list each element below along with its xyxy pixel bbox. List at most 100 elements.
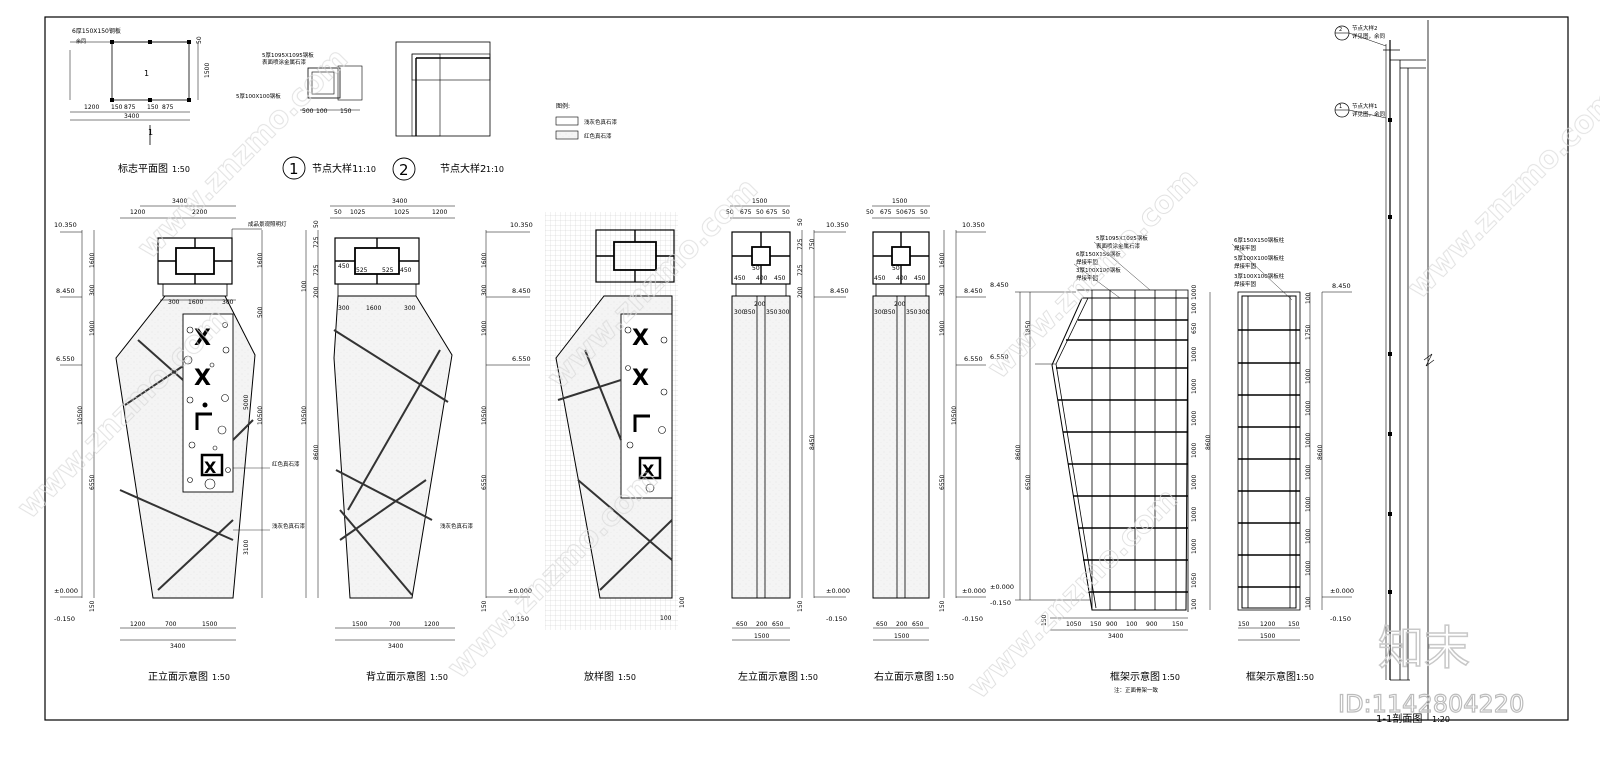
frame1-v-1000g: 1000	[1191, 507, 1198, 522]
frame1-v-1000a: 1000	[1191, 285, 1198, 300]
frame1-v-1000h: 1000	[1191, 539, 1198, 554]
front-v-r-1600: 1600	[257, 253, 264, 268]
brand-logo: 知末	[1378, 621, 1470, 675]
frame1-el-0000: ±0.000	[990, 583, 1014, 591]
plan-dim-50: 50	[196, 36, 203, 44]
back-el-10350: 10.350	[510, 221, 533, 229]
back-dim-450b: 450	[400, 267, 412, 274]
right-title: 右立面示意图	[874, 670, 934, 683]
front-el-6550: 6.550	[56, 355, 75, 363]
frame-diagram-2-text: 6厚150X150钢板柱 焊接牢固 5厚100X100钢板柱 焊接牢固 3厚10…	[1231, 236, 1354, 683]
back-v-10500: 10500	[301, 406, 308, 425]
frame2-v-100a: 100	[1305, 292, 1312, 304]
left-b-650b: 650	[772, 621, 784, 628]
left-v-150: 150	[797, 600, 804, 612]
frame2-el-8450: 8.450	[1332, 282, 1351, 290]
frame1-note6: 焊接牢固	[1076, 274, 1099, 282]
frame1-note2: 表面喷涂金属石漆	[1096, 242, 1141, 250]
right-dim-1500: 1500	[892, 198, 907, 205]
left-dim-300b: 300	[778, 309, 790, 316]
left-dim-450a: 450	[734, 275, 746, 282]
right-el-0000: ±0.000	[962, 587, 986, 595]
svg-text:X: X	[642, 461, 655, 480]
back-v-8600: 8600	[313, 445, 320, 460]
left-title: 左立面示意图	[738, 670, 798, 683]
left-dim-200: 200	[754, 301, 766, 308]
frame-diagram-2	[1237, 291, 1352, 641]
logo-glyph-2: X	[194, 366, 211, 391]
frame1-note1: 5厚1095X1095钢板	[1096, 234, 1148, 242]
back-b-1500: 1500	[352, 621, 367, 628]
front-v-r-10500: 10500	[257, 406, 264, 425]
brand-id: ID:1142804220	[1338, 690, 1524, 718]
left-el-m150: -0.150	[826, 615, 847, 623]
frame2-b-150a: 150	[1238, 621, 1250, 628]
frame1-b-900b: 900	[1146, 621, 1158, 628]
frame2-note5: 3厚100X100钢板柱	[1234, 272, 1285, 280]
right-el-10350: 10.350	[962, 221, 985, 229]
front-dim-1200: 1200	[130, 209, 145, 216]
frame1-v-1850: 1850	[1025, 321, 1032, 336]
frame2-note3: 5厚100X100钢板柱	[1234, 254, 1285, 262]
left-dim-350a: 350	[744, 309, 756, 316]
right-b-1500: 1500	[894, 633, 909, 640]
right-b-650a: 650	[876, 621, 888, 628]
back-scale: 1:50	[430, 673, 448, 682]
back-dim-450a: 450	[338, 263, 350, 270]
front-dim-300a: 300	[168, 299, 180, 306]
frame2-el-m150: -0.150	[1330, 615, 1351, 623]
legend: 图例: 浅灰色真石漆 红色真石漆	[555, 102, 618, 140]
front-dim-1600: 1600	[188, 299, 203, 306]
front-scale: 1:50	[212, 673, 230, 682]
plan-mark-1: 1	[144, 69, 149, 78]
left-b-1500: 1500	[754, 633, 769, 640]
plan-view: 6厚150X150钢板 余同 1 1200 150 875 875 3400 1…	[69, 27, 211, 175]
frame1-el-m150: -0.150	[990, 599, 1011, 607]
left-dim-450b: 450	[774, 275, 786, 282]
logo-glyph-1: X	[194, 326, 211, 351]
left-scale: 1:50	[800, 673, 818, 682]
front-dim-2200: 2200	[192, 209, 207, 216]
watermark-site-1: www.znzmo.com	[131, 42, 355, 266]
detail-1: 5厚1095X1095钢板 表面喷涂金属石漆 5厚100X100钢板 500 1…	[236, 51, 376, 180]
svg-text:2: 2	[1339, 27, 1342, 33]
left-el-10350: 10.350	[826, 221, 849, 229]
plan-title: 标志平面图	[118, 162, 168, 175]
layout-view: X X X 100 100 放样图 1:50	[545, 212, 686, 683]
plan-scale: 1:50	[172, 165, 190, 174]
frame1-b-150a: 150	[1090, 621, 1102, 628]
back-note-grey: 浅灰色真石漆	[440, 522, 474, 530]
watermark-site-5: www.znzmo.com	[981, 162, 1205, 386]
frame2-v-8600: 8600	[1317, 445, 1324, 460]
frame2-v-1000g: 1000	[1305, 561, 1312, 576]
front-b-1200: 1200	[130, 621, 145, 628]
frame1-note4: 焊接牢固	[1076, 258, 1099, 266]
right-b-650b: 650	[912, 621, 924, 628]
section-note2: 节点大样1	[1352, 102, 1378, 110]
plan-note: 6厚150X150钢板	[72, 27, 121, 35]
plan-dim-875a: 875	[124, 104, 136, 111]
frame2-note2: 焊接牢固	[1234, 244, 1257, 252]
front-b-3400: 3400	[170, 643, 185, 650]
front-v-6550: 6550	[89, 475, 96, 490]
frame2-v-1750: 1750	[1305, 325, 1312, 340]
frame1-v-1000b: 1000	[1191, 347, 1198, 362]
plan-dim-875b: 875	[162, 104, 174, 111]
right-dim-450b: 450	[914, 275, 926, 282]
front-title: 正立面示意图	[148, 670, 208, 683]
left-v-750: 750	[809, 238, 816, 250]
left-dim-675a: 675	[740, 209, 752, 216]
right-dim-675b: 675	[904, 209, 916, 216]
frame-diagram-1-text: 5厚1095X1095钢板 表面喷涂金属石漆 6厚150X150钢板 焊接牢固 …	[990, 234, 1212, 694]
brand-watermark: 知末 ID:1142804220	[1337, 620, 1525, 718]
back-dim-525b: 525	[382, 267, 394, 274]
left-b-200: 200	[756, 621, 768, 628]
back-dim-1200: 1200	[432, 209, 447, 216]
back-dim-525a: 525	[356, 267, 368, 274]
frame1-title: 框架示意图	[1110, 670, 1160, 683]
left-dim-50a: 50	[726, 209, 734, 216]
plan-note2: 余同	[76, 38, 86, 45]
frame2-v-100b: 100	[1305, 596, 1312, 608]
front-v-1600: 1600	[89, 253, 96, 268]
left-dim-675b: 675	[766, 209, 778, 216]
